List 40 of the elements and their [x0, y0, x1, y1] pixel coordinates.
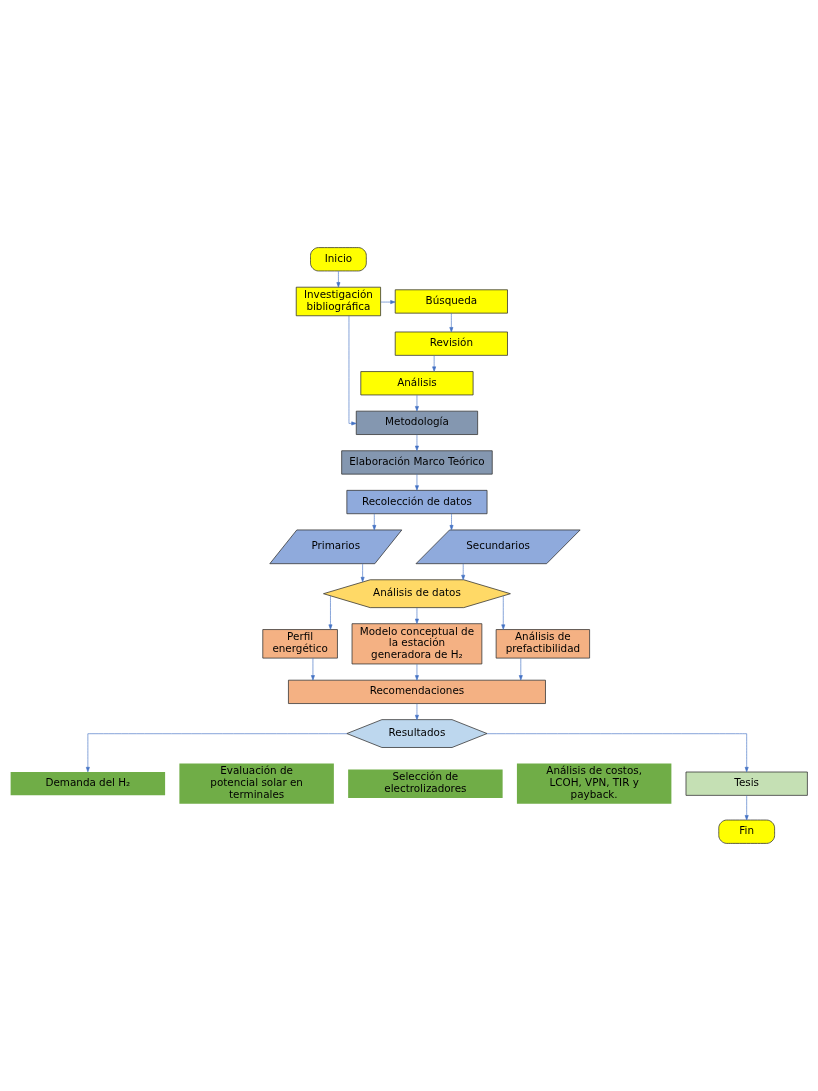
node-box: Recomendaciones [288, 679, 546, 704]
arrow [486, 733, 749, 773]
arrow [518, 657, 523, 681]
arrow [449, 312, 454, 333]
node-box: Modelo conceptual de la estación generadora de H₂ [351, 623, 483, 665]
node-box: Tesis [685, 771, 808, 796]
node-box: Recolección de datos [346, 489, 488, 515]
node-box: Demanda del H₂ [10, 772, 166, 796]
arrow [501, 595, 506, 630]
node-box: Análisis de prefactibilidad [495, 629, 590, 659]
arrow [415, 663, 419, 681]
arrow [380, 300, 396, 304]
arrow [461, 563, 466, 581]
node-box: Análisis de costos, LCOH, VPN, TIR y payback. [516, 763, 672, 804]
arrow [360, 563, 365, 583]
arrow [336, 270, 341, 288]
arrow [85, 733, 348, 773]
node-box: Revisión [394, 331, 508, 356]
arrow [311, 657, 315, 681]
node-box: Búsqueda [394, 289, 508, 314]
arrow [415, 394, 419, 412]
arrow [415, 607, 419, 624]
node-box: Metodología [355, 410, 479, 435]
node-box: Selección de electrolizadores [348, 769, 503, 798]
node-box: Elaboración Marco Teórico [341, 450, 493, 475]
node-box: Fin [718, 819, 775, 844]
arrow [432, 355, 437, 372]
arrow [415, 434, 419, 451]
arrow [415, 703, 419, 721]
arrow [415, 474, 419, 491]
arrow [372, 513, 377, 531]
node-box: Perfil energético [262, 629, 338, 659]
arrow [328, 595, 333, 630]
arrow [744, 795, 749, 821]
node-box: Evaluación de potencial solar en terminales [179, 763, 334, 804]
node-box: Investigación bibliográfica [295, 286, 381, 317]
arrow [348, 315, 357, 426]
arrow [449, 513, 454, 531]
node-box: Inicio [310, 247, 367, 272]
node-box: Análisis [360, 371, 474, 396]
